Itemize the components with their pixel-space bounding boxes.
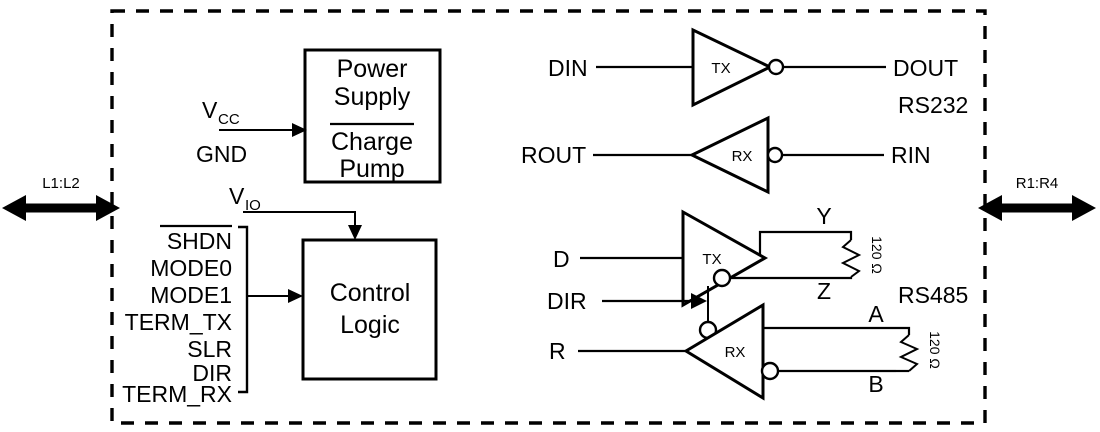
control-signal-label: MODE0 bbox=[150, 255, 232, 281]
control-logic-block: Control Logic bbox=[301, 238, 438, 381]
rs485-rx-receiver: R RX A B bbox=[549, 301, 896, 401]
din-label: DIN bbox=[548, 55, 588, 81]
rs485-section-label: RS485 bbox=[898, 282, 968, 308]
connector-left: L1:L2 bbox=[2, 175, 120, 221]
power-supply-line-1: Power bbox=[337, 55, 408, 83]
control-signal-list: SHDN MODE0 MODE1 TERM_TX SLR DIR TERM_RX bbox=[122, 224, 232, 407]
rs232-tx-label: TX bbox=[711, 60, 730, 77]
control-signal-bus bbox=[238, 225, 303, 394]
dout-label: DOUT bbox=[893, 55, 958, 81]
control-logic-line-1: Control bbox=[330, 279, 411, 307]
power-supply-block: Power Supply Charge Pump bbox=[303, 48, 442, 184]
control-signal-shdn: SHDN bbox=[160, 224, 232, 254]
rs485-rx-inverting-bubble bbox=[760, 361, 780, 381]
d-input-label: D bbox=[553, 246, 570, 272]
rs485-tx-inverting-bubble bbox=[712, 268, 732, 288]
power-supply-line-4: Pump bbox=[339, 155, 404, 183]
b-node-label: B bbox=[868, 371, 883, 397]
gnd-label: GND bbox=[196, 141, 247, 167]
vcc-label: V bbox=[202, 97, 218, 123]
rs485-rx-label: RX bbox=[725, 344, 746, 361]
termination-ab-value: 120 Ω bbox=[927, 331, 943, 369]
dir-label: DIR bbox=[547, 288, 587, 314]
vcc-subscript: CC bbox=[218, 111, 240, 128]
device-boundary bbox=[110, 9, 987, 425]
rs232-tx-buffer: DIN TX DOUT bbox=[548, 27, 958, 108]
vcc-input: V CC bbox=[202, 97, 307, 137]
vio-subscript: IO bbox=[245, 197, 261, 214]
control-signal-label: MODE1 bbox=[150, 282, 232, 308]
power-supply-line-3: Charge bbox=[331, 128, 413, 156]
rs232-rx-buffer: ROUT RX RIN bbox=[521, 115, 931, 195]
rs485-tx-driver: D TX Y Z bbox=[553, 203, 836, 308]
r-output-label: R bbox=[549, 338, 566, 364]
y-output-wire bbox=[758, 230, 836, 255]
termination-yz-value: 120 Ω bbox=[869, 236, 885, 274]
rs232-tx-inverting-bubble bbox=[767, 58, 785, 76]
power-supply-line-2: Supply bbox=[334, 83, 411, 111]
connector-left-label: L1:L2 bbox=[42, 175, 80, 192]
y-node-label: Y bbox=[816, 203, 831, 229]
connector-right-label: R1:R4 bbox=[1016, 175, 1059, 192]
z-node-label: Z bbox=[817, 278, 831, 304]
rout-label: ROUT bbox=[521, 142, 586, 168]
control-signal-label: TERM_TX bbox=[125, 309, 232, 335]
a-node-label: A bbox=[868, 301, 884, 327]
vio-label: V bbox=[229, 183, 245, 209]
connector-right: R1:R4 bbox=[978, 175, 1096, 221]
dir-arrowhead bbox=[691, 293, 707, 309]
vcc-arrowhead bbox=[292, 123, 307, 137]
termination-resistor-yz: 120 Ω bbox=[836, 230, 885, 280]
control-signal-label: TERM_RX bbox=[122, 381, 232, 407]
control-bus-arrowhead bbox=[288, 289, 303, 303]
rs485-tx-label: TX bbox=[702, 251, 721, 268]
control-signal-label: DIR bbox=[192, 360, 232, 386]
rs232-section-label: RS232 bbox=[898, 92, 968, 118]
control-signal-label: SLR bbox=[187, 336, 232, 362]
vio-arrowhead bbox=[348, 225, 362, 240]
rs232-rx-label: RX bbox=[732, 148, 753, 165]
vio-input: V IO bbox=[229, 183, 362, 240]
control-logic-line-2: Logic bbox=[340, 311, 400, 339]
termination-resistor-ab: 120 Ω bbox=[896, 326, 943, 373]
control-signal-label: SHDN bbox=[167, 228, 232, 254]
rin-label: RIN bbox=[891, 142, 931, 168]
rs232-rx-inverting-bubble bbox=[766, 146, 784, 164]
